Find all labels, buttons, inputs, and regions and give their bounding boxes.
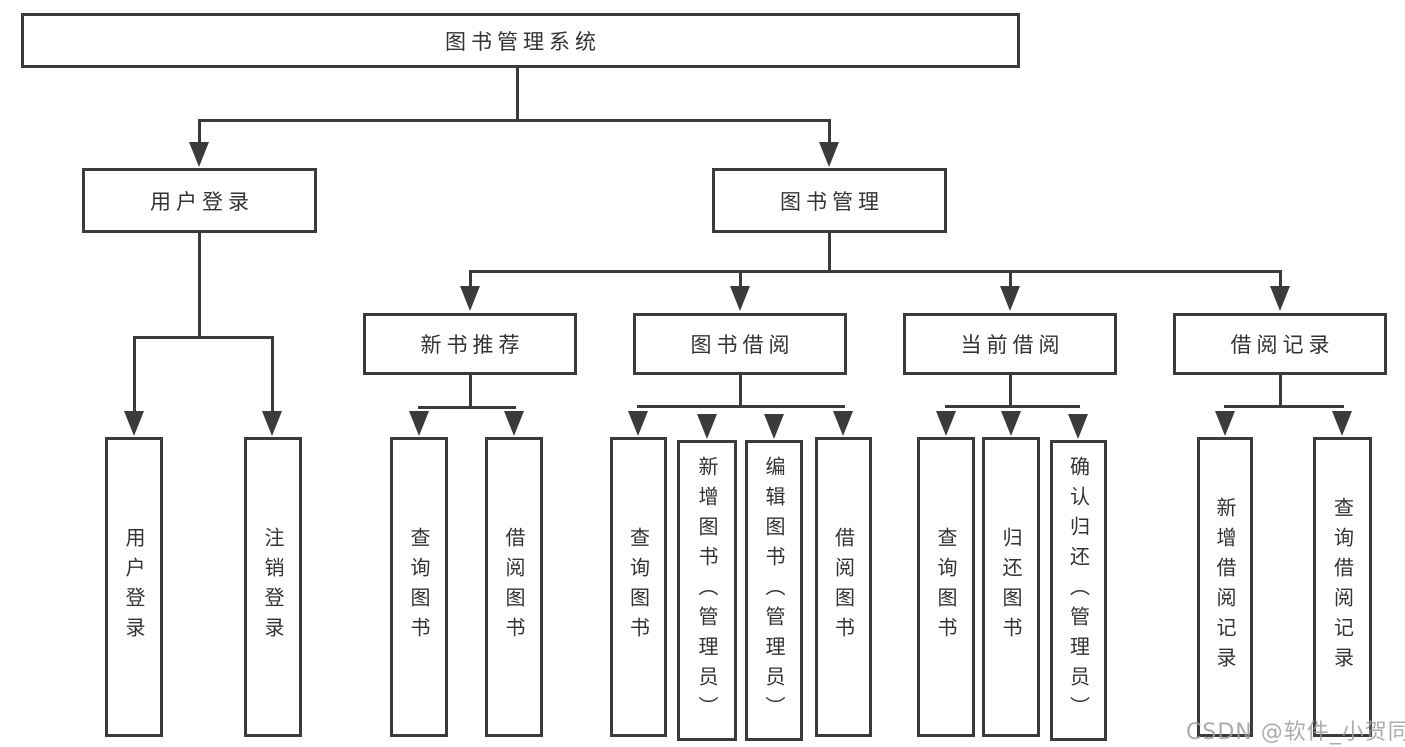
connector-drop-leaf-login [133, 336, 136, 412]
arrowhead-b2 [504, 411, 524, 436]
arrowhead-c1 [628, 411, 648, 436]
arrowhead-borrow-records [1270, 286, 1290, 311]
arrowhead-e1 [1215, 411, 1235, 436]
node-new-book-recommend: 新书推荐 [363, 313, 577, 375]
arrowhead-user-login [189, 142, 209, 167]
node-current-borrowing: 当前借阅 [903, 313, 1117, 375]
arrowhead-book-mgmt [819, 142, 839, 167]
arrowhead-c4 [833, 411, 853, 436]
connector-groupC-horizontal [637, 405, 845, 408]
connector-drop-book-mgmt [828, 119, 831, 154]
arrowhead-d3 [1068, 414, 1088, 439]
connector-drop-new-book [469, 270, 472, 292]
leaf-add-borrow-record: 新增借阅记录 [1197, 437, 1253, 737]
node-book-management: 图书管理 [712, 168, 947, 233]
connector-drop-book-borrow [739, 270, 742, 292]
leaf-add-books-admin: 新增图书（管理员） [677, 440, 737, 741]
leaf-query-books-borrow: 查询图书 [610, 437, 667, 737]
connector-root-stem [516, 68, 519, 122]
leaf-query-books-current: 查询图书 [917, 437, 975, 737]
node-library-management-system: 图书管理系统 [21, 13, 1020, 68]
leaf-edit-books-admin: 编辑图书（管理员） [745, 440, 803, 741]
leaf-user-login: 用户登录 [105, 437, 163, 737]
connector-groupE-horizontal [1224, 405, 1344, 408]
connector-drop-leaf-logout [271, 336, 274, 412]
arrowhead-book-borrow [730, 286, 750, 311]
node-book-borrowing: 图书借阅 [633, 313, 847, 375]
arrowhead-d2 [1001, 411, 1021, 436]
connector-book-borrow-stem [739, 373, 742, 408]
connector-book-mgmt-stem [828, 231, 831, 272]
leaf-return-books: 归还图书 [982, 437, 1040, 737]
connector-drop-current-borrow [1009, 270, 1012, 292]
arrowhead-d1 [936, 411, 956, 436]
connector-groupA-horizontal [133, 336, 274, 339]
connector-new-book-stem [469, 373, 472, 408]
node-borrowing-records: 借阅记录 [1173, 313, 1387, 375]
connector-user-login-stem [198, 231, 201, 337]
arrowhead-e2 [1332, 411, 1352, 436]
arrowhead-leaf-logout [262, 411, 282, 436]
arrowhead-current-borrow [1000, 286, 1020, 311]
node-user-login: 用户登录 [82, 168, 317, 233]
leaf-borrow-books-recommend: 借阅图书 [485, 437, 543, 737]
arrowhead-b1 [409, 411, 429, 436]
connector-current-borrow-stem [1009, 373, 1012, 408]
leaf-query-books-recommend: 查询图书 [390, 437, 448, 737]
connector-level1-horizontal [198, 119, 831, 122]
connector-drop-borrow-records [1279, 270, 1282, 292]
leaf-logout: 注销登录 [244, 437, 302, 737]
connector-drop-user-login [198, 119, 201, 154]
connector-borrow-records-stem [1279, 373, 1282, 408]
arrowhead-c2 [697, 414, 717, 439]
connector-level3-horizontal [469, 270, 1281, 273]
arrowhead-new-book [460, 286, 480, 311]
leaf-borrow-books: 借阅图书 [815, 437, 872, 737]
connector-groupB-horizontal [418, 406, 516, 409]
csdn-watermark: CSDN @软件_小贺同学 [1186, 720, 1405, 745]
leaf-confirm-return-admin: 确认归还（管理员） [1050, 440, 1107, 741]
leaf-query-borrow-record: 查询借阅记录 [1313, 437, 1372, 737]
arrowhead-leaf-login [124, 411, 144, 436]
connector-groupD-horizontal [945, 405, 1080, 408]
arrowhead-c3 [764, 414, 784, 439]
